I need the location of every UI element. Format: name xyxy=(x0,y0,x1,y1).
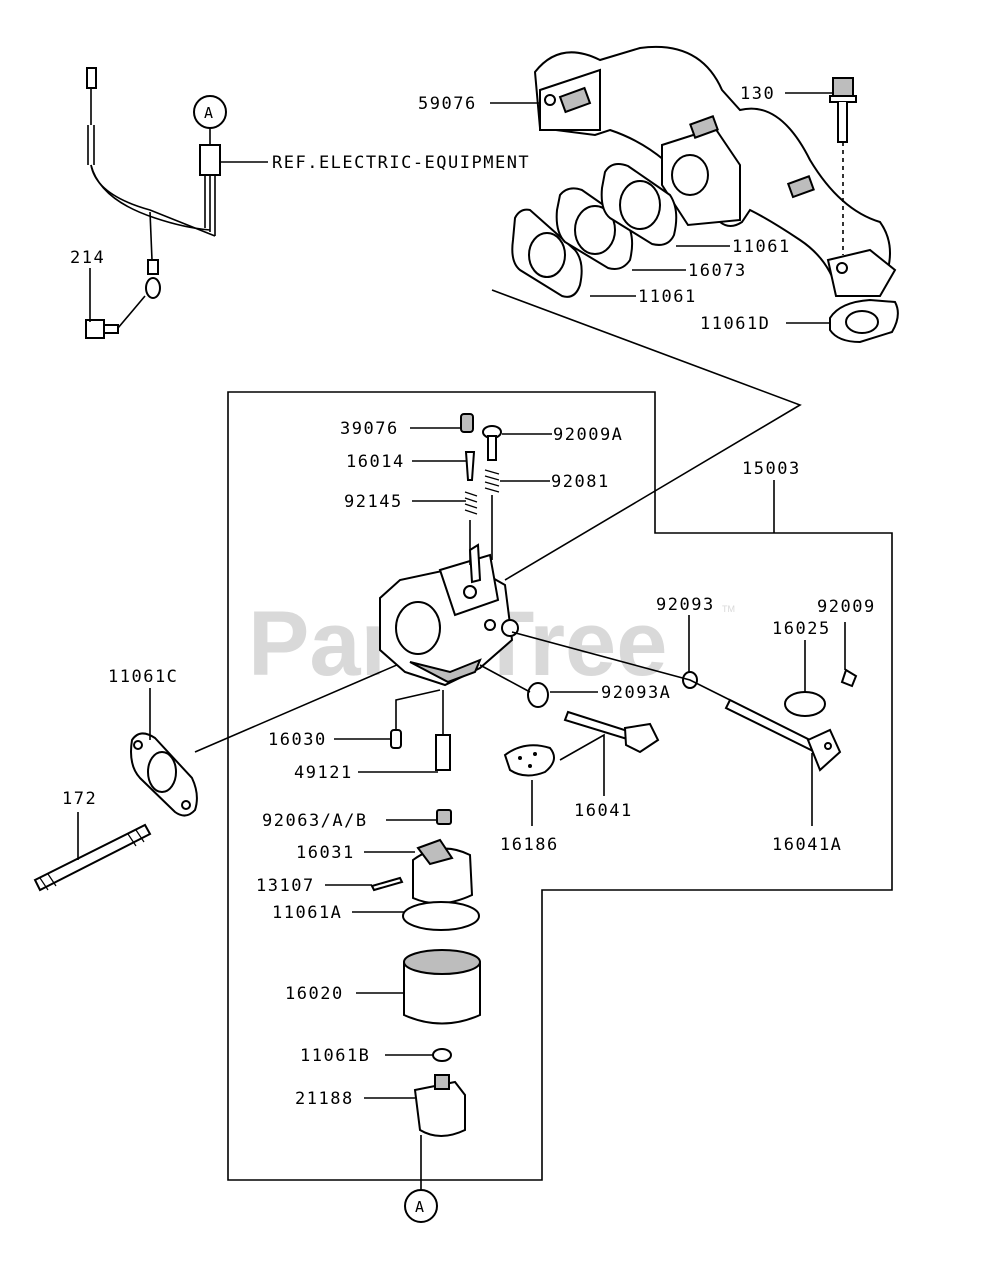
label-16025: 16025 xyxy=(772,619,831,639)
choke-plate-16186 xyxy=(503,744,555,777)
intake-manifold xyxy=(533,46,897,297)
label-21188: 21188 xyxy=(295,1089,354,1109)
label-59076: 59076 xyxy=(418,94,477,114)
label-16041a: 16041A xyxy=(772,835,842,855)
leader-lines xyxy=(77,92,846,1190)
label-16014: 16014 xyxy=(346,452,405,472)
wire-harness xyxy=(85,67,221,339)
label-49121: 49121 xyxy=(294,763,353,783)
insulator-16073 xyxy=(555,187,634,270)
callout-a-bottom: A xyxy=(404,1189,438,1223)
throttle-plate-16025 xyxy=(784,691,826,717)
seal-92093a-axis xyxy=(479,664,531,693)
watermark-trademark: TM xyxy=(722,604,735,614)
label-16031: 16031 xyxy=(296,843,355,863)
callout-a-top: A xyxy=(193,95,227,129)
spring-92081 xyxy=(484,469,500,493)
label-92093a: 92093A xyxy=(601,683,671,703)
carburetor-body xyxy=(379,543,519,687)
leader-214 xyxy=(89,268,146,329)
label-92093: 92093 xyxy=(656,595,715,615)
label-11061b: 11061B xyxy=(300,1046,370,1066)
leader-ref-electric xyxy=(209,128,268,163)
label-11061d: 11061D xyxy=(700,314,770,334)
label-16186: 16186 xyxy=(500,835,559,855)
gasket-11061-lower xyxy=(511,208,583,298)
svg-text:A: A xyxy=(415,1198,424,1216)
label-214: 214 xyxy=(70,248,105,268)
spring-92145 xyxy=(464,491,478,515)
assembly-outline xyxy=(227,391,893,1181)
ref-note: REF.ELECTRIC-EQUIPMENT xyxy=(272,153,530,173)
needle-16014 xyxy=(464,451,476,481)
label-11061-upper: 11061 xyxy=(732,237,791,257)
shaft-axis-throttle xyxy=(511,631,731,701)
label-16073: 16073 xyxy=(688,261,747,281)
svg-text:A: A xyxy=(204,104,213,122)
nozzle-49121 xyxy=(435,690,451,771)
main-jet-92063 xyxy=(436,809,452,825)
label-92145: 92145 xyxy=(344,492,403,512)
label-92009a: 92009A xyxy=(553,425,623,445)
gasket-11061c xyxy=(130,732,198,817)
throttle-shaft-16041a xyxy=(724,698,842,772)
label-16030: 16030 xyxy=(268,730,327,750)
label-130: 130 xyxy=(740,84,775,104)
pin-13107 xyxy=(370,876,404,892)
label-39076: 39076 xyxy=(340,419,399,439)
pilot-jet-16030 xyxy=(390,729,402,749)
label-13107: 13107 xyxy=(256,876,315,896)
label-11061a: 11061A xyxy=(272,903,342,923)
pilot-jet-axis xyxy=(395,689,441,730)
bolt-130 xyxy=(829,77,857,255)
gasket-11061-upper xyxy=(600,163,678,246)
choke-shaft-16041 xyxy=(563,710,660,754)
washer-11061b xyxy=(432,1048,452,1062)
screw-92009a xyxy=(482,425,502,461)
cap-39076 xyxy=(460,413,474,433)
label-172: 172 xyxy=(62,789,97,809)
screw-92009 xyxy=(840,668,858,688)
label-16041: 16041 xyxy=(574,801,633,821)
label-92081: 92081 xyxy=(551,472,610,492)
label-92063: 92063/A/B xyxy=(262,811,368,831)
label-16020: 16020 xyxy=(285,984,344,1004)
label-15003: 15003 xyxy=(742,459,801,479)
gasket-11061a xyxy=(402,901,480,931)
float-bowl-16020 xyxy=(403,949,481,1025)
stud-172 xyxy=(33,823,152,892)
drain-screw-21188 xyxy=(413,1074,466,1137)
label-11061-lower: 11061 xyxy=(638,287,697,307)
float-16031 xyxy=(412,838,474,905)
seal-92093a xyxy=(527,682,549,708)
label-92009: 92009 xyxy=(817,597,876,617)
label-11061c: 11061C xyxy=(108,667,178,687)
gasket-11061d xyxy=(829,298,899,344)
